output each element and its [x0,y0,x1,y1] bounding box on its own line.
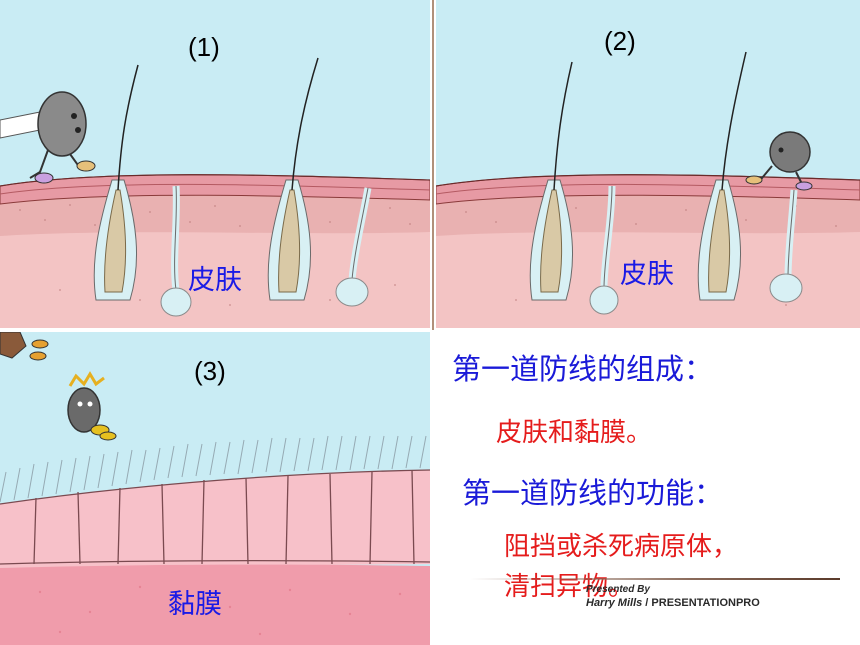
sweat-gland-icon [589,185,619,315]
hair-follicle-icon [93,64,139,301]
panel-2-skin: (2) 皮肤 [436,0,860,328]
pathogen-character-icon [0,91,96,184]
skin-illustration-2 [436,0,860,328]
mucosa-illustration [0,332,430,645]
cilia-icon [0,435,427,503]
tissue-label: 皮肤 [620,259,674,290]
function-heading: 第一道防线的功能： [462,476,724,510]
panel-number: (3) [194,356,226,386]
function-text-line1: 阻挡或杀死病原体， [504,532,739,562]
credit-org: / PRESENTATIONPRO [642,597,760,609]
credit-line1: Presented By [586,584,650,595]
pathogen-character-icon [67,371,117,441]
credit-line2: Harry Mills / PRESENTATIONPRO [586,597,760,609]
hair-follicle-icon [529,61,573,301]
skin-illustration-1 [0,0,430,328]
sweat-gland-icon [769,189,803,303]
hair-follicle-icon [697,51,747,301]
panel-1-skin: (1) 皮肤 [0,0,430,328]
function-text-line2: 清扫异物。 [504,572,635,602]
composition-text: 皮肤和黏膜。 [496,418,653,448]
panel-3-mucosa: (3) 黏膜 [0,332,430,645]
sweat-gland-icon [160,185,192,317]
tissue-label: 皮肤 [188,265,242,296]
pathogen-character-icon [745,131,813,191]
panel-divider [432,0,434,330]
credit-name: Harry Mills [586,597,643,609]
decorative-rule [470,578,840,580]
panel-number: (2) [604,26,636,56]
composition-heading: 第一道防线的组成： [452,352,714,386]
pathogen-character-icon [0,332,49,361]
panel-number: (1) [188,32,220,62]
tissue-label: 黏膜 [168,589,222,620]
sweat-gland-icon [335,187,372,307]
hair-follicle-icon [267,57,319,301]
